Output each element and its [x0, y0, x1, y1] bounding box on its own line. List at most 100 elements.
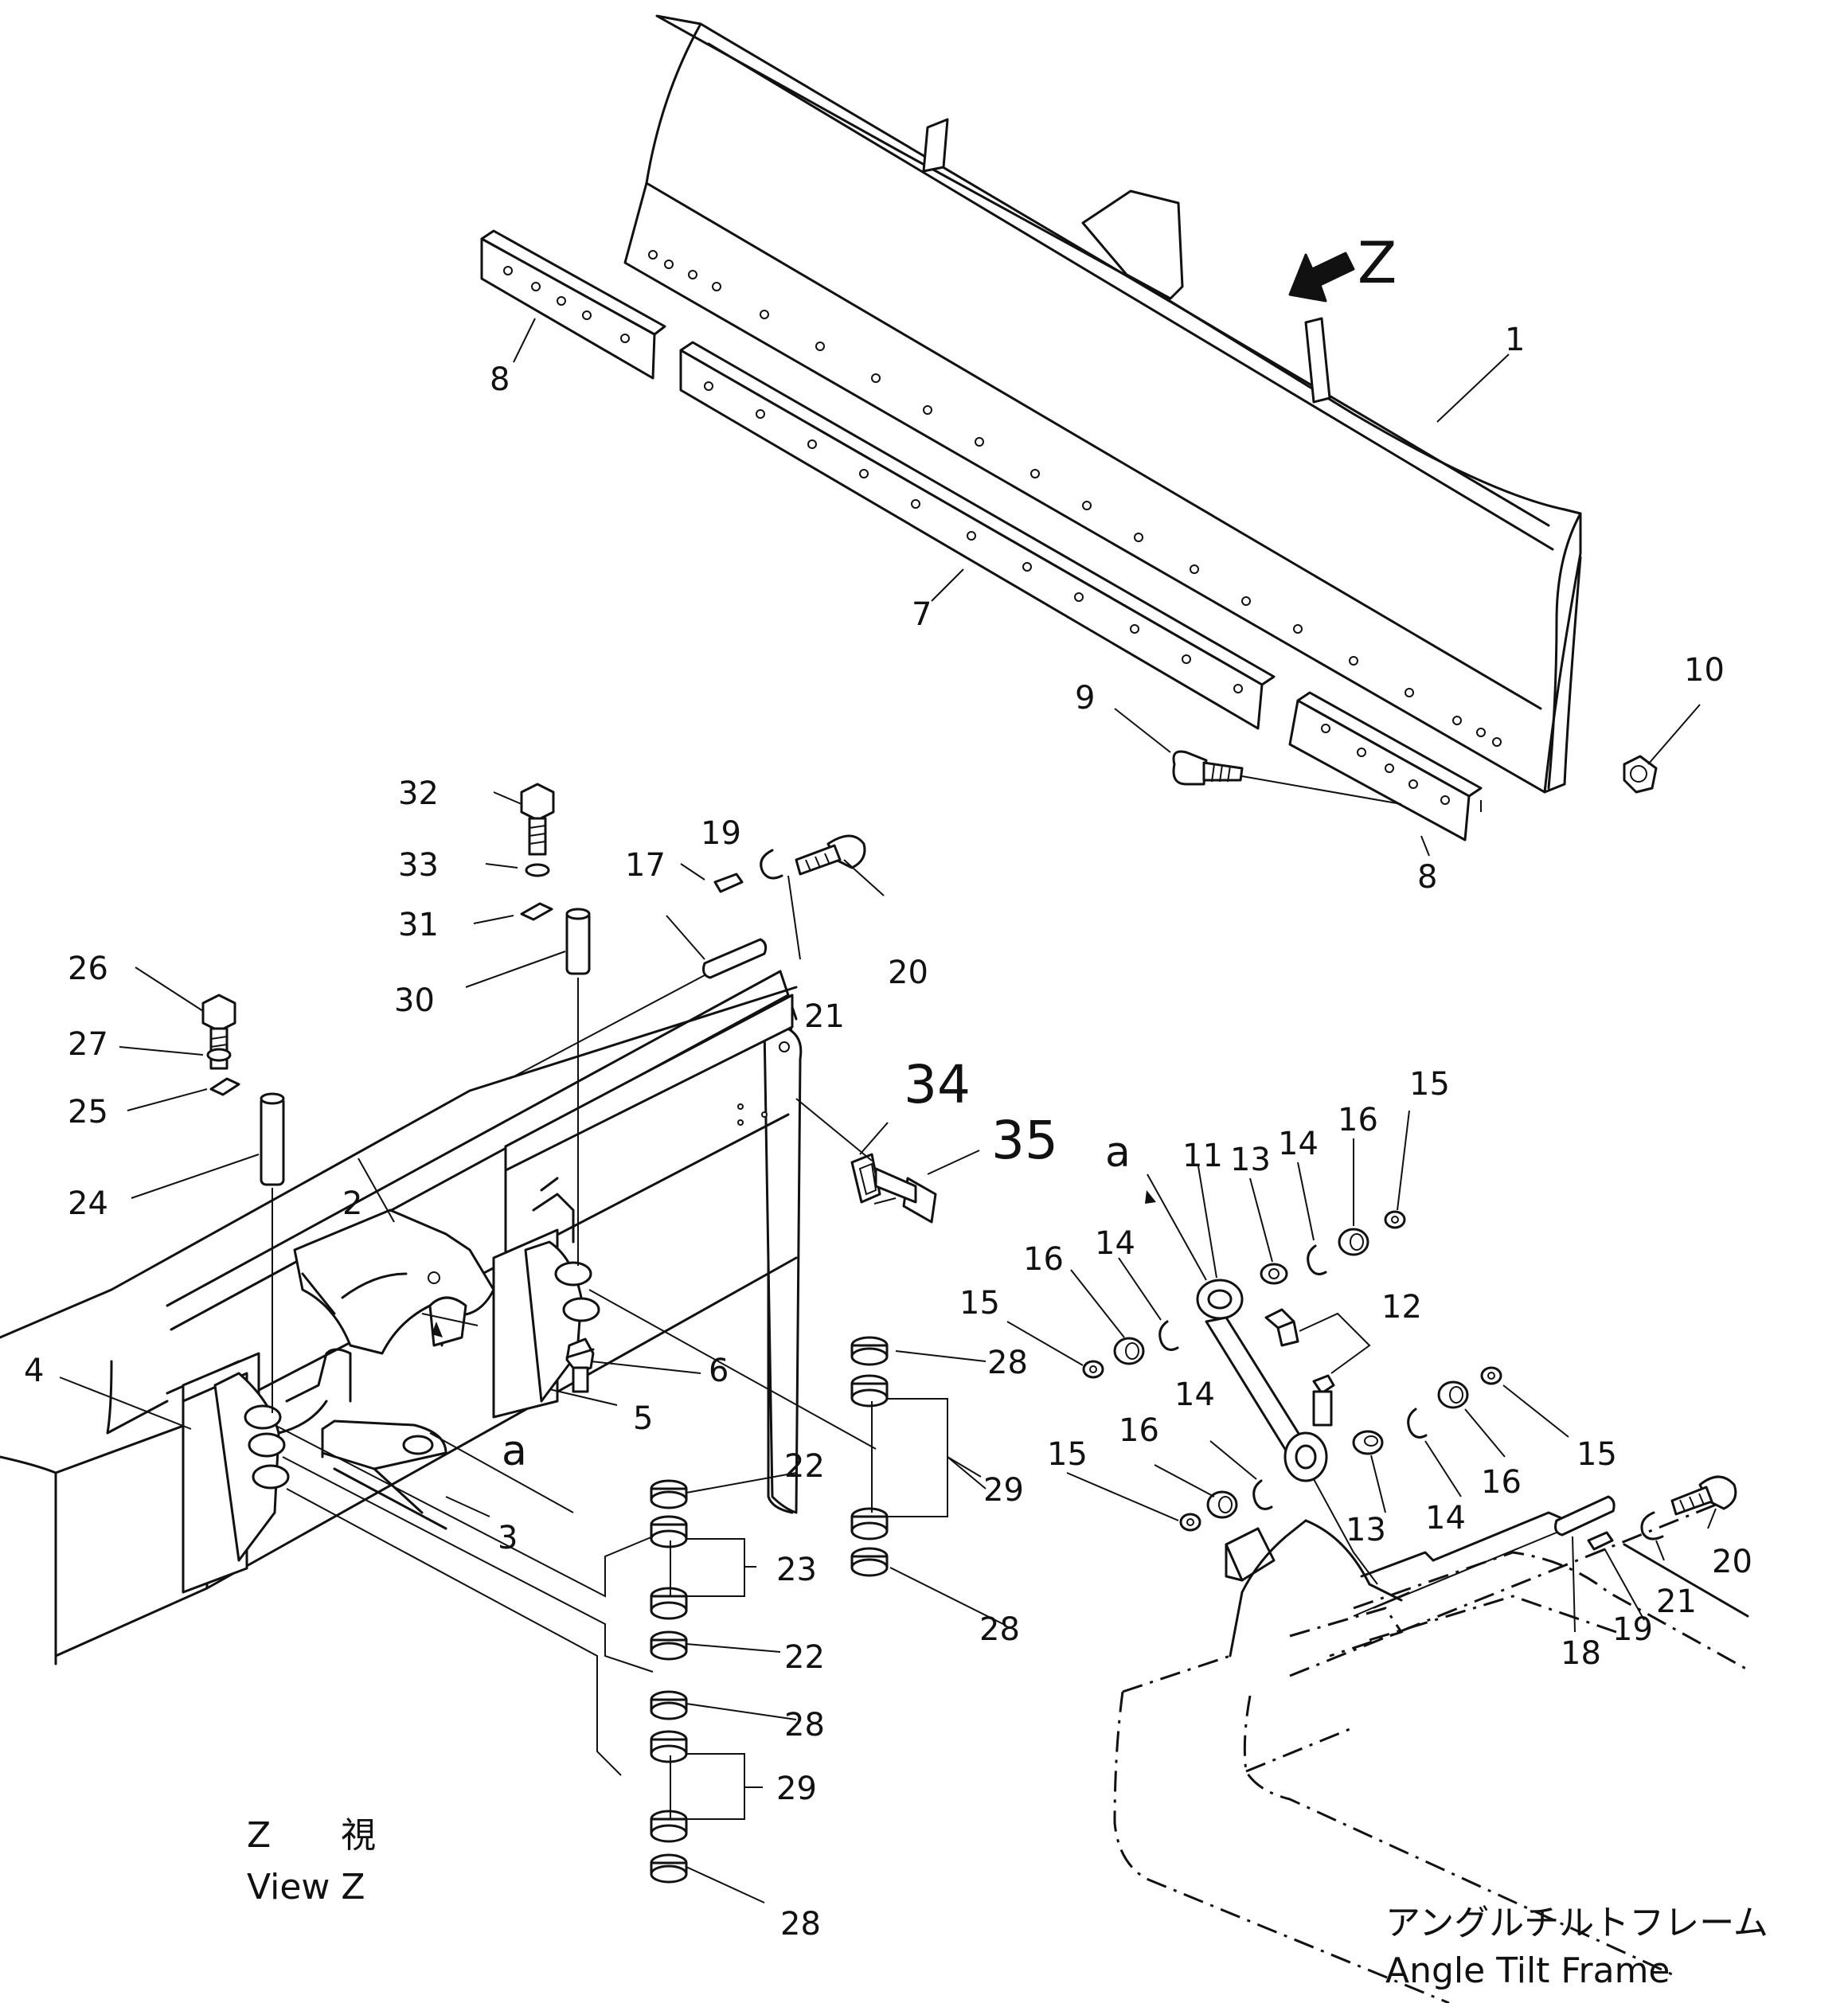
- view-z-caption-jp: Z 視: [247, 1815, 376, 1856]
- callout-labels: 1 2 3 4 5 6 7 8 8 9 10 11 12 13 13 14 14…: [24, 322, 1752, 1943]
- callout-14-left: 14: [1095, 1225, 1135, 1262]
- callout-33: 33: [398, 847, 439, 884]
- pin-30: [565, 908, 591, 1266]
- bolt-32: [520, 783, 555, 856]
- callout-6: 6: [709, 1353, 729, 1389]
- callout-15-left: 15: [959, 1285, 1000, 1322]
- callout-8-left: 8: [490, 361, 510, 398]
- end-bit-right: [1288, 691, 1483, 841]
- callout-22-lower: 22: [784, 1639, 825, 1676]
- callout-30: 30: [394, 982, 435, 1019]
- bolt-20-upper: [795, 834, 866, 876]
- callout-29-left: 29: [776, 1771, 817, 1807]
- callout-a-upper: a: [1105, 1129, 1131, 1177]
- center-arm: [293, 1208, 495, 1355]
- callout-26: 26: [68, 951, 108, 987]
- callout-28-lower-right: 28: [979, 1611, 1020, 1648]
- callout-28-left-upper: 28: [784, 1707, 825, 1743]
- callout-25: 25: [68, 1094, 108, 1130]
- callout-28-upper-right: 28: [987, 1345, 1028, 1381]
- washer-21-lower: [1640, 1511, 1664, 1540]
- callout-1: 1: [1505, 322, 1525, 358]
- blade-bolt-holes: [648, 250, 1502, 747]
- callout-28-left-lower: 28: [780, 1906, 821, 1943]
- callout-27: 27: [68, 1026, 108, 1063]
- bolt-20-lower: [1670, 1475, 1737, 1516]
- callout-34: 34: [904, 1054, 971, 1115]
- edge-bolt: [1172, 750, 1482, 812]
- callout-23: 23: [776, 1552, 817, 1588]
- link-bushings-lower-left: [1179, 1479, 1273, 1532]
- callout-4: 4: [24, 1353, 44, 1389]
- callout-11: 11: [1182, 1138, 1223, 1174]
- tilt-link: [1196, 1279, 1378, 1585]
- callout-32: 32: [398, 775, 439, 812]
- dozer-blade: [623, 14, 1582, 794]
- callout-22-upper: 22: [784, 1448, 825, 1485]
- frame-caption-en: Angle Tilt Frame: [1385, 1950, 1670, 1991]
- callout-7: 7: [912, 596, 932, 633]
- callout-16-lower: 16: [1119, 1412, 1159, 1449]
- callout-8-right: 8: [1417, 859, 1437, 896]
- right-hinge-bracket: [492, 994, 794, 1419]
- callout-20-upper: 20: [888, 955, 928, 991]
- pin-17: [509, 938, 768, 1080]
- callout-17: 17: [625, 847, 666, 884]
- callout-14-upper: 14: [1278, 1126, 1319, 1162]
- pin-18: [1373, 1495, 1616, 1609]
- edge-nut: [1623, 755, 1658, 794]
- callout-16-upper: 16: [1338, 1102, 1378, 1138]
- bushing-stack-right: [850, 1336, 889, 1577]
- link-bracket: [321, 1419, 447, 1530]
- callout-13-upper: 13: [1230, 1142, 1271, 1178]
- link-bushings-left: [1082, 1320, 1179, 1379]
- plate-31: [520, 902, 553, 921]
- callout-3: 3: [498, 1520, 518, 1556]
- shim-34: [850, 1153, 881, 1204]
- callout-21-upper: 21: [804, 998, 845, 1035]
- callout-9: 9: [1075, 680, 1095, 717]
- pin-24: [260, 1092, 285, 1413]
- washer-21-upper: [760, 849, 783, 880]
- view-z-caption: Z 視 View Z: [247, 1815, 376, 1907]
- plate-19-upper: [713, 873, 744, 893]
- callout-12: 12: [1381, 1289, 1422, 1326]
- callout-19-lower: 19: [1612, 1611, 1653, 1648]
- callout-14-right: 14: [1425, 1500, 1466, 1536]
- callout-15-right: 15: [1576, 1436, 1617, 1473]
- callout-24: 24: [68, 1185, 108, 1222]
- plate-25: [209, 1077, 240, 1096]
- callout-19-upper: 19: [701, 815, 741, 852]
- callout-20-lower: 20: [1712, 1544, 1752, 1580]
- left-hinge-bracket: [182, 1348, 352, 1594]
- view-z-marker: Z: [1358, 229, 1397, 296]
- callout-18: 18: [1561, 1635, 1601, 1672]
- leader-lines: [59, 318, 1717, 1904]
- callout-21-lower: 21: [1656, 1583, 1697, 1620]
- view-z-caption-en: View Z: [247, 1867, 365, 1907]
- bolt-35: [874, 1167, 937, 1224]
- callout-15-lower: 15: [1047, 1436, 1088, 1473]
- grease-fitting-12: [1264, 1308, 1371, 1427]
- callout-5: 5: [633, 1400, 653, 1437]
- cutting-edge: [679, 341, 1276, 730]
- callout-10: 10: [1684, 652, 1725, 689]
- callout-13-lower: 13: [1346, 1512, 1386, 1548]
- bushing-stack-left: [650, 1479, 688, 1884]
- frame-caption: アングルチルトフレーム Angle Tilt Frame: [1385, 1903, 1768, 1991]
- callout-a-lower: a: [502, 1427, 527, 1475]
- view-z-arrow: Z: [1288, 229, 1397, 303]
- callout-29-right: 29: [983, 1472, 1024, 1509]
- callout-35: 35: [991, 1110, 1058, 1171]
- link-bushings-lower-right: [1352, 1366, 1502, 1455]
- callout-14-lower: 14: [1174, 1376, 1215, 1413]
- end-bit-left: [480, 229, 666, 380]
- link-bushings-upper: [1260, 1210, 1406, 1285]
- angle-tilt-frame: [1113, 1495, 1752, 2005]
- plate-19-lower: [1587, 1531, 1614, 1551]
- washer-27: [206, 1048, 232, 1062]
- callout-2: 2: [342, 1185, 362, 1222]
- callout-15-upper: 15: [1409, 1066, 1450, 1103]
